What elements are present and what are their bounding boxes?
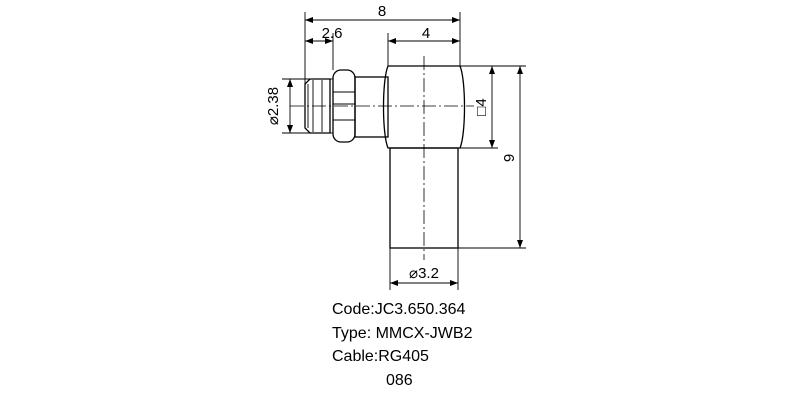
dim-overall-length: 8 xyxy=(378,3,386,20)
caption-number: 086 xyxy=(386,372,413,389)
center-lines xyxy=(290,56,474,260)
caption-code: Code:JC3.650.364 xyxy=(332,301,466,318)
caption-cable: Cable:RG405 xyxy=(332,348,429,365)
dim-plug-diameter: ⌀2.38 xyxy=(265,87,282,125)
dim-body-width: 4 xyxy=(422,25,430,42)
dim-plug-length: 2.6 xyxy=(322,25,343,42)
caption-type: Type: MMCX-JWB2 xyxy=(332,325,473,342)
dim-cable-diameter: ⌀3.2 xyxy=(409,265,439,282)
dimension-lines xyxy=(287,17,523,286)
dim-total-height: 9 xyxy=(501,154,518,162)
connector-outline xyxy=(304,65,466,249)
dim-body-square: □4 xyxy=(473,98,490,115)
